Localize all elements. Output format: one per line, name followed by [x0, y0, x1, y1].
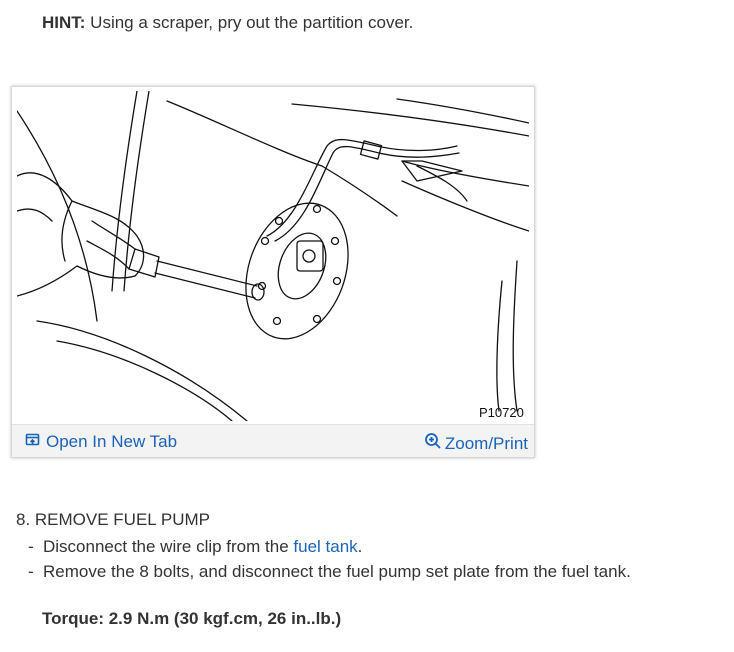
step-instructions: -Disconnect the wire clip from the fuel …	[28, 534, 631, 584]
bullet-text: Disconnect the wire clip from the	[43, 537, 294, 556]
bullet-dash: -	[28, 537, 34, 556]
list-item: -Remove the 8 bolts, and disconnect the …	[28, 559, 631, 584]
hint-line: HINT: Using a scraper, pry out the parti…	[42, 13, 413, 33]
hint-text: Using a scraper, pry out the partition c…	[85, 13, 414, 32]
zoom-print-label: Zoom/Print	[444, 433, 528, 453]
open-tab-icon	[25, 432, 40, 452]
bullet-text: Remove the 8 bolts, and disconnect the f…	[43, 562, 631, 581]
bullet-dash: -	[28, 562, 34, 581]
illustration-toolbar: Open In New Tab Zoom/Print	[12, 424, 534, 457]
open-in-new-tab-link[interactable]: Open In New Tab	[25, 432, 177, 452]
zoom-print-link[interactable]: Zoom/Print	[424, 432, 528, 455]
torque-spec: Torque: 2.9 N.m (30 kgf.cm, 26 in..lb.)	[42, 609, 342, 628]
hint-label: HINT:	[42, 13, 86, 32]
list-item: -Disconnect the wire clip from the fuel …	[28, 534, 631, 559]
bullet-text-end: .	[357, 537, 363, 556]
step-title: 8. REMOVE FUEL PUMP	[16, 510, 210, 529]
fuel-pump-illustration	[17, 91, 529, 421]
magnifier-plus-icon	[424, 432, 442, 455]
figure-code: P10720	[479, 405, 524, 420]
open-in-new-tab-label: Open In New Tab	[46, 432, 178, 451]
fuel-tank-link[interactable]: fuel tank	[293, 537, 358, 556]
illustration-card: P10720 Open In New Tab Zoom/Print	[11, 86, 535, 458]
